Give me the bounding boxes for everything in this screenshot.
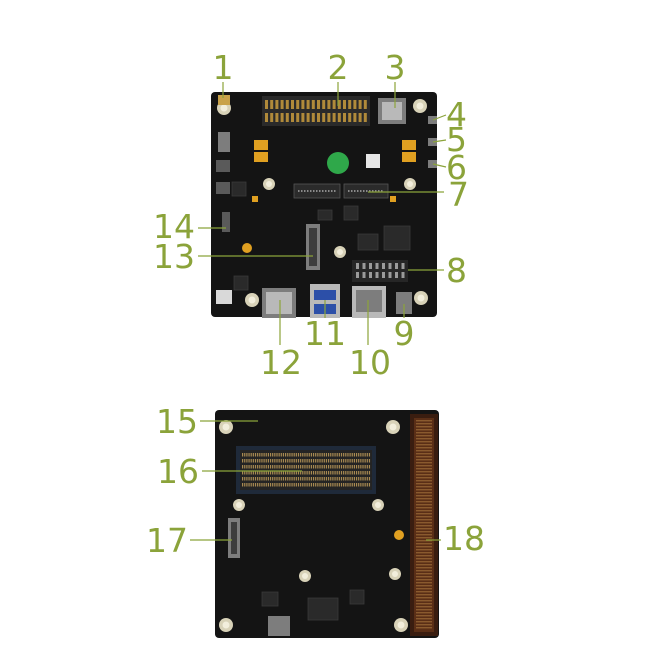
callout-8: 8 <box>446 251 467 290</box>
callout-5: 5 <box>446 120 467 159</box>
callout-1: 1 <box>213 48 234 87</box>
usb-c-port <box>396 292 412 314</box>
top-board <box>211 92 437 318</box>
gpio-header <box>262 96 370 126</box>
callout-13: 13 <box>153 237 195 276</box>
callout-18: 18 <box>443 519 485 558</box>
callout-7: 7 <box>448 175 469 214</box>
bottom-port <box>268 616 290 636</box>
connector-6 <box>428 160 437 168</box>
callout-10: 10 <box>349 343 391 382</box>
callout-4: 4 <box>446 95 467 134</box>
callout-12: 12 <box>260 343 302 382</box>
callout-6: 6 <box>446 148 467 187</box>
callout-labels: 1 2 3 4 5 6 7 8 9 10 11 12 13 14 15 16 1… <box>146 48 485 560</box>
connector-5 <box>428 138 437 146</box>
callout-11: 11 <box>304 314 346 353</box>
connector-4 <box>428 116 437 124</box>
edge-connector <box>410 414 438 636</box>
bottom-board <box>215 410 439 638</box>
leader-lines <box>190 82 447 541</box>
callout-9: 9 <box>394 314 415 353</box>
callout-17: 17 <box>146 521 188 560</box>
top-mounting-holes <box>217 99 428 307</box>
m2-slots <box>293 183 389 199</box>
callout-2: 2 <box>328 48 349 87</box>
callout-14: 14 <box>153 207 195 246</box>
green-sticker <box>327 152 349 174</box>
bottom-mounting-holes <box>219 420 408 632</box>
pin-header-8 <box>352 260 408 282</box>
callout-15: 15 <box>156 402 198 441</box>
top-button <box>218 95 230 105</box>
module-connector <box>236 446 376 494</box>
callout-16: 16 <box>157 452 199 491</box>
callout-3: 3 <box>385 48 406 87</box>
